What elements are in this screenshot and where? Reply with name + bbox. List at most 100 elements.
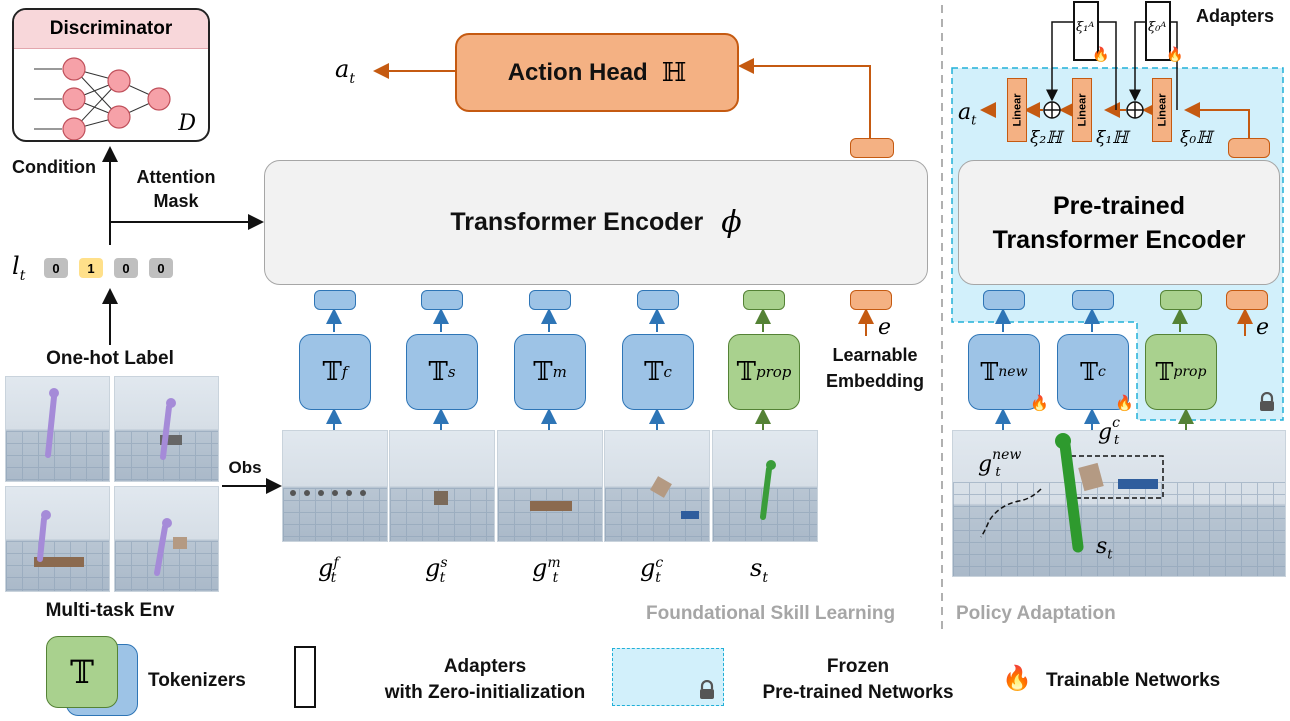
caption-foundational: Foundational Skill Learning (646, 603, 896, 624)
token-pill (529, 290, 571, 310)
embedding-symbol: e (878, 315, 892, 340)
legend-adapters-line1: Adapters (443, 656, 527, 677)
xi-1-label: ξ₁ℍ (1096, 128, 1129, 148)
tokenizer-superscript: s (447, 363, 456, 381)
goal-label-s: gst (425, 554, 448, 586)
learnable-line1: Learnable (832, 345, 918, 365)
linear-block-1: Linear (1072, 78, 1092, 142)
legend-trainable-label: Trainable Networks (1046, 670, 1221, 691)
goal-label-f: gft (318, 554, 339, 586)
action-head-box: Action Head ℍ (455, 33, 739, 112)
fire-icon: 🔥 (1115, 395, 1134, 412)
fire-icon: 🔥 (1092, 46, 1110, 62)
tokenizer-superscript: f (341, 363, 348, 381)
action-token (850, 138, 894, 158)
tokenizer-symbol: 𝕋 (644, 357, 664, 387)
lock-icon (1258, 391, 1276, 412)
tokenizer-superscript: c (663, 363, 672, 381)
onehot-label: One-hot Label (46, 348, 174, 369)
pretrained-line2: Transformer Encoder (992, 225, 1246, 254)
tokenizer-superscript: m (552, 363, 567, 381)
legend-tokenizers-label: Tokenizers (148, 670, 246, 691)
token-pill (314, 290, 356, 310)
attention-label-line1: Attention (136, 167, 216, 187)
pretrained-encoder-box: Pre-trained Transformer Encoder (958, 160, 1280, 285)
lock-icon (698, 679, 716, 700)
env-scene-3 (5, 486, 110, 592)
legend-adapters-label: Adapters with Zero-initialization (380, 654, 590, 706)
token-pill (1160, 290, 1202, 310)
onehot-symbol: lt (12, 252, 26, 284)
tokenizer-symbol: 𝕋 (736, 357, 756, 387)
token-pill (421, 290, 463, 310)
goal-scene-s (389, 430, 495, 542)
linear-label: Linear (1011, 93, 1024, 127)
attention-mask-label: Attention Mask (128, 165, 224, 213)
tokenizer-superscript: prop (755, 363, 792, 381)
obs-label: Obs (228, 458, 262, 477)
condition-label: Condition (12, 157, 96, 177)
linear-label: Linear (1156, 93, 1169, 127)
transformer-encoder-box: Transformer Encoder ϕ (264, 160, 928, 285)
right-embedding-symbol: e (1256, 315, 1270, 340)
env-scene-2 (114, 376, 219, 482)
xi-2-label: ξ₂ℍ (1030, 128, 1063, 148)
action-head-symbol: ℍ (661, 57, 687, 88)
xi-0-label: ξ₀ℍ (1180, 128, 1213, 148)
embedding-pill (850, 290, 892, 310)
tokenizer-symbol: 𝕋 (322, 357, 342, 387)
neural-network-icon (34, 57, 171, 140)
onehot-cell: 0 (44, 258, 68, 278)
token-pill (1072, 290, 1114, 310)
goal-c-label: gct (1098, 415, 1120, 449)
token-pill (637, 290, 679, 310)
transformer-label: Transformer Encoder (450, 208, 704, 236)
fire-icon: 🔥 (1030, 395, 1049, 412)
goal-new-sup: new (992, 447, 1022, 463)
onehot-cell: 0 (149, 258, 173, 278)
state-s: s (1096, 534, 1108, 559)
fire-icon: 🔥 (1166, 46, 1184, 62)
goal-scene-prop (712, 430, 818, 542)
token-pill (743, 290, 785, 310)
discriminator-symbol: D (178, 111, 196, 136)
learnable-line2: Embedding (826, 371, 924, 391)
goal-scene-f (282, 430, 388, 542)
learnable-embedding-label: Learnable Embedding (810, 342, 940, 394)
adaptation-scene (952, 430, 1286, 577)
adapters-top-label: Adapters (1196, 6, 1275, 26)
fire-icon: 🔥 (1002, 665, 1032, 692)
legend-frozen-label: Frozen Pre-trained Networks (738, 654, 978, 706)
adapter-0-xi: ξ₀ᴬ (1148, 20, 1167, 35)
adapter-1-box (1073, 1, 1099, 61)
goal-label-prop: st (750, 554, 768, 586)
linear-label: Linear (1076, 93, 1089, 127)
onehot-cell: 0 (114, 258, 138, 278)
discriminator-header: Discriminator (14, 10, 208, 49)
action-head-label: Action Head (507, 58, 648, 86)
discriminator-box: Discriminator D (12, 8, 210, 142)
onehot-values: 0 1 0 0 (44, 258, 173, 278)
goal-c-sup: c (1112, 415, 1120, 431)
linear-block-2: Linear (1007, 78, 1027, 142)
right-action-output: at (958, 100, 977, 129)
goal-scene-m (497, 430, 603, 542)
adapter-0-box (1145, 1, 1171, 61)
goal-scene-c (604, 430, 710, 542)
goal-label-c: gct (640, 554, 664, 586)
tokenizer-symbol: 𝕋 (533, 357, 553, 387)
multitask-env-label: Multi-task Env (45, 600, 175, 621)
linear-block-0: Linear (1152, 78, 1172, 142)
goal-new-label: gnewt (978, 447, 1022, 481)
discriminator-title: Discriminator (49, 18, 173, 39)
caption-policy-adaptation: Policy Adaptation (956, 603, 1116, 624)
adder-nodes (1043, 101, 1144, 119)
